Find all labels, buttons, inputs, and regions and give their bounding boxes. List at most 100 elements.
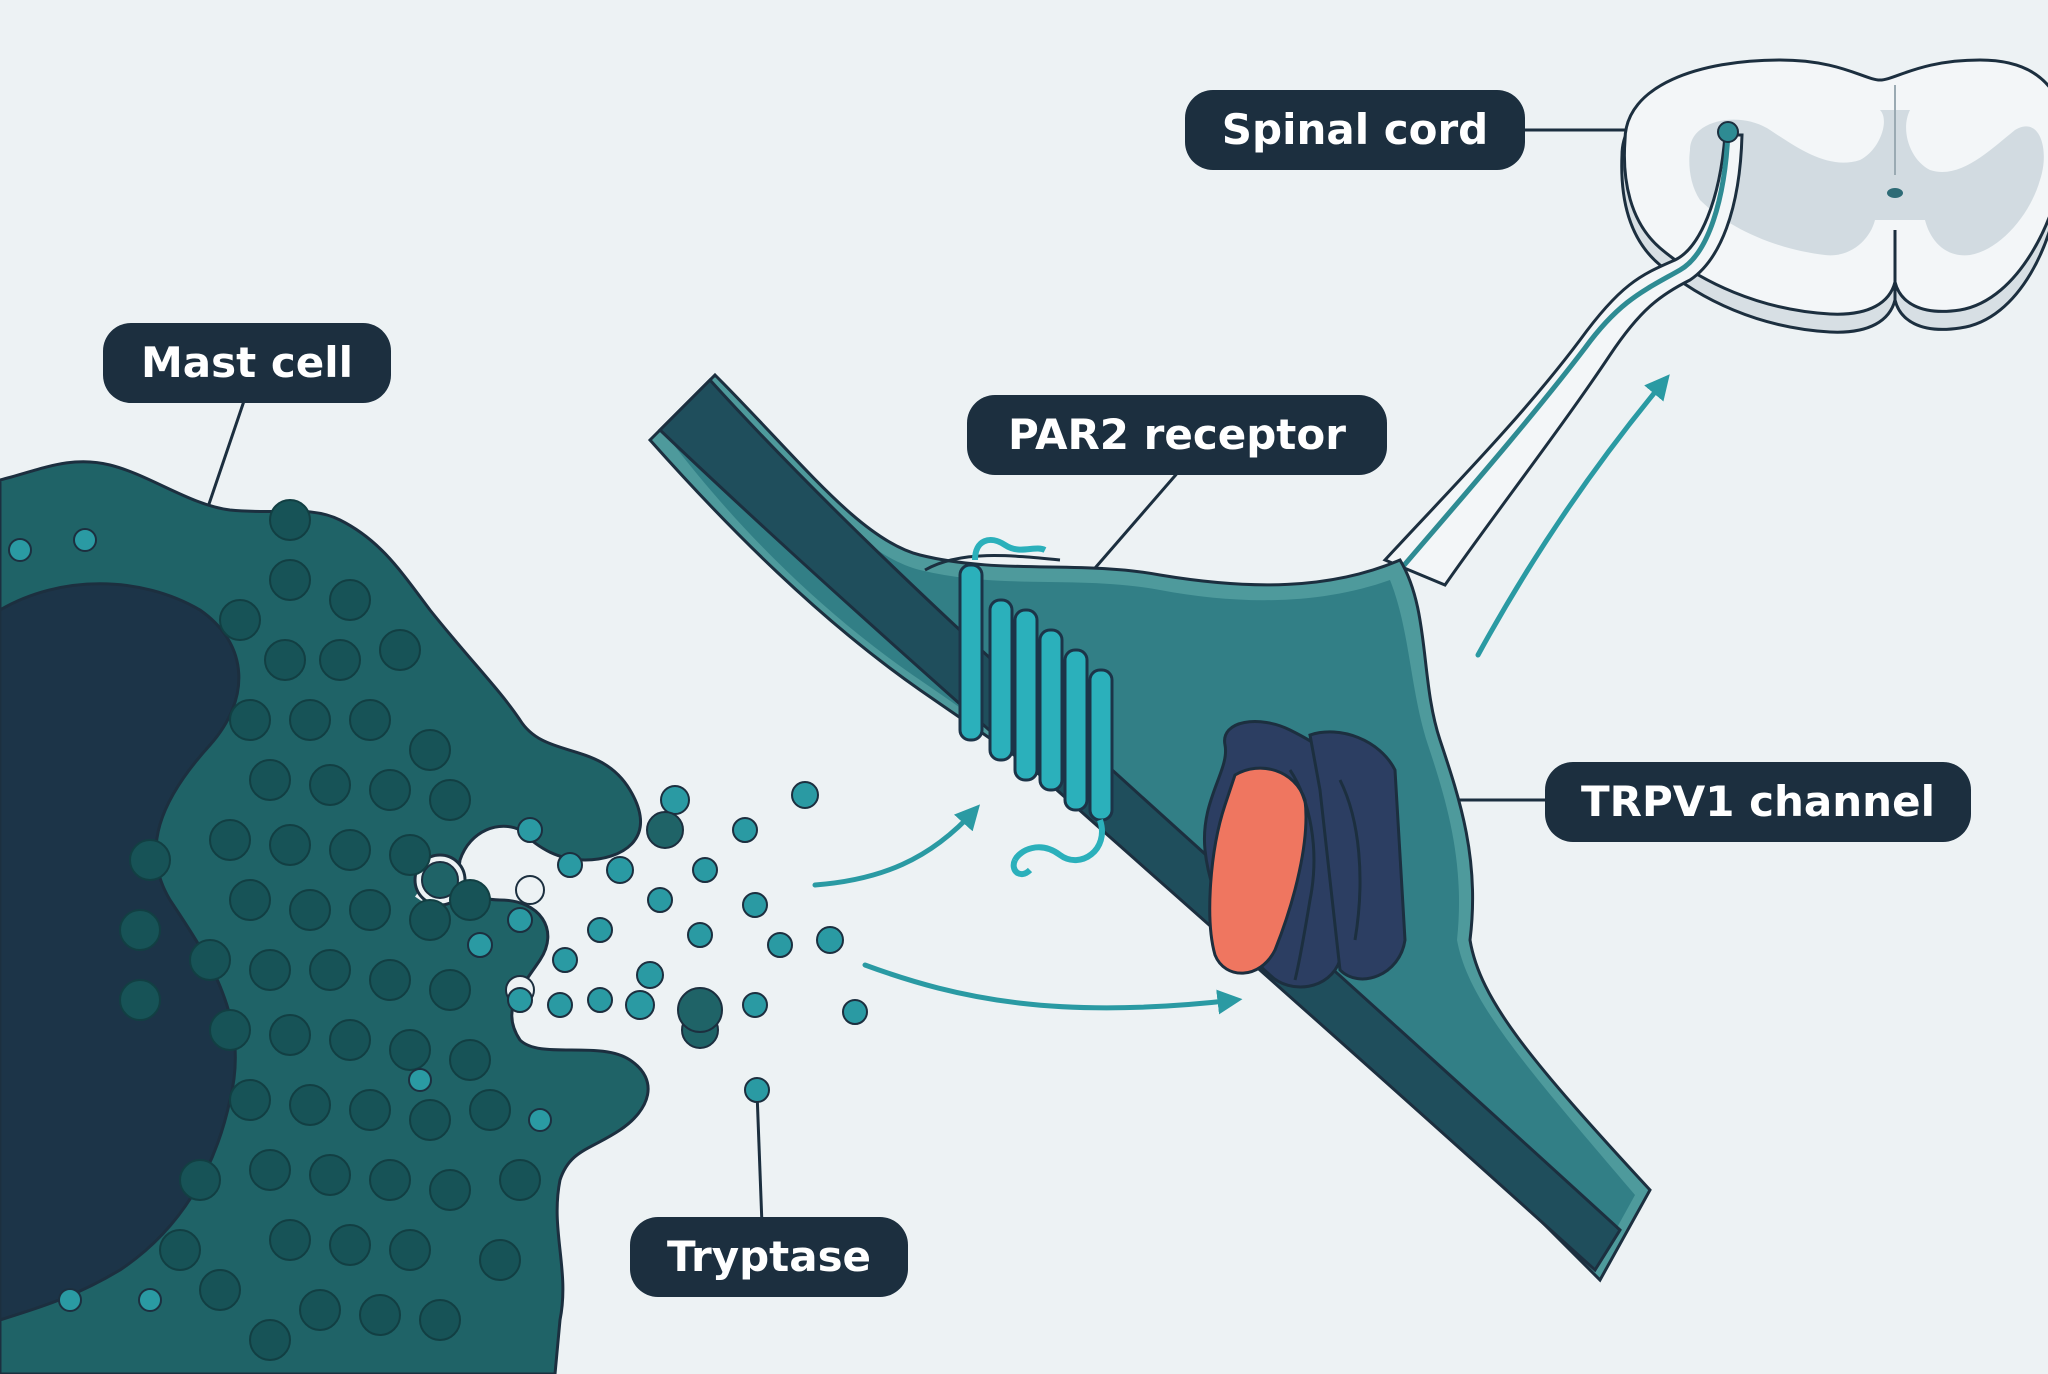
granule (359, 1294, 401, 1336)
granule (409, 729, 451, 771)
granule (349, 1089, 391, 1131)
granule (229, 699, 271, 741)
granule (429, 1169, 471, 1211)
granule (429, 969, 471, 1011)
tryptase-leader (755, 1091, 764, 1226)
tryptase-particle-icon (742, 892, 768, 918)
granule (269, 499, 311, 541)
tryptase-particle-icon (660, 785, 690, 815)
granule (309, 764, 351, 806)
granule (219, 599, 261, 641)
granule (379, 629, 421, 671)
tryptase-particle-icon (732, 817, 758, 843)
granule (264, 639, 306, 681)
granule (229, 879, 271, 921)
tryptase-particle-icon (547, 992, 573, 1018)
tryptase-particle-icon (587, 987, 613, 1013)
granule (299, 1289, 341, 1331)
granule (289, 1084, 331, 1126)
granule (249, 949, 291, 991)
tryptase-particle-icon (636, 961, 664, 989)
granule (269, 1219, 311, 1261)
nerve-fiber-icon (647, 372, 1652, 1283)
label-mast-cell: Mast cell (103, 323, 391, 403)
tryptase-particle-icon (517, 817, 543, 843)
trpv1-channel-icon (1202, 720, 1407, 989)
granule-cluster (8, 499, 552, 1361)
granule (249, 1149, 291, 1191)
granule (189, 939, 231, 981)
flow-arrows (812, 374, 1670, 1015)
granule (329, 1019, 371, 1061)
tryptase-particle-icon (842, 999, 868, 1025)
granule (429, 779, 471, 821)
label-spinal-cord: Spinal cord (1185, 90, 1525, 170)
arrow-to-par2 (812, 804, 981, 888)
granule (289, 889, 331, 931)
small-granule (8, 538, 32, 562)
granule (249, 759, 291, 801)
tryptase-particle-icon (744, 1077, 770, 1103)
granule (319, 639, 361, 681)
tryptase-particles (467, 781, 868, 1103)
tryptase-particle-icon (646, 811, 684, 849)
granule (419, 1299, 461, 1341)
tryptase-particle-icon (742, 992, 768, 1018)
granule (349, 889, 391, 931)
par2-receptor-icon (958, 537, 1114, 878)
granule (449, 879, 491, 921)
tryptase-particle-icon (767, 932, 793, 958)
granule (329, 829, 371, 871)
small-granule (408, 1068, 432, 1092)
small-granule (58, 1288, 82, 1312)
granule (329, 579, 371, 621)
tryptase-particle-icon (791, 781, 819, 809)
granule (389, 1229, 431, 1271)
tryptase-particle-icon (625, 990, 655, 1020)
tryptase-particle-icon (816, 926, 844, 954)
granule (309, 949, 351, 991)
granule (309, 1154, 351, 1196)
granule (179, 1159, 221, 1201)
granule (349, 699, 391, 741)
granule (369, 769, 411, 811)
granule (329, 1224, 371, 1266)
granule (499, 1159, 541, 1201)
granule (209, 819, 251, 861)
granule (469, 1089, 511, 1131)
tryptase-particle-icon (507, 907, 533, 933)
ascending-nerve-icon (1382, 121, 1744, 587)
granule (449, 1039, 491, 1081)
tryptase-particle-icon (677, 987, 723, 1033)
tryptase-particle-icon (687, 922, 713, 948)
small-granule (528, 1108, 552, 1132)
tryptase-particle-icon (557, 852, 583, 878)
tryptase-particle-icon (587, 917, 613, 943)
granule (119, 979, 161, 1021)
granule (119, 909, 161, 951)
tryptase-particle-icon (692, 857, 718, 883)
granule (389, 834, 431, 876)
granule (409, 1099, 451, 1141)
tryptase-particle-icon (507, 987, 533, 1013)
granule (209, 1009, 251, 1051)
granule (269, 1014, 311, 1056)
label-trpv1-channel: TRPV1 channel (1545, 762, 1971, 842)
tryptase-particle-icon (467, 932, 493, 958)
granule (479, 1239, 521, 1281)
granule (289, 699, 331, 741)
granule (199, 1269, 241, 1311)
granule (369, 959, 411, 1001)
granule (249, 1319, 291, 1361)
granule (269, 559, 311, 601)
tryptase-particle-icon (606, 856, 634, 884)
label-tryptase: Tryptase (630, 1217, 908, 1297)
label-par2-receptor: PAR2 receptor (967, 395, 1387, 475)
tryptase-particle-icon (647, 887, 673, 913)
granule (389, 1029, 431, 1071)
granule (369, 1159, 411, 1201)
tryptase-particle-icon (552, 947, 578, 973)
small-granule (73, 528, 97, 552)
